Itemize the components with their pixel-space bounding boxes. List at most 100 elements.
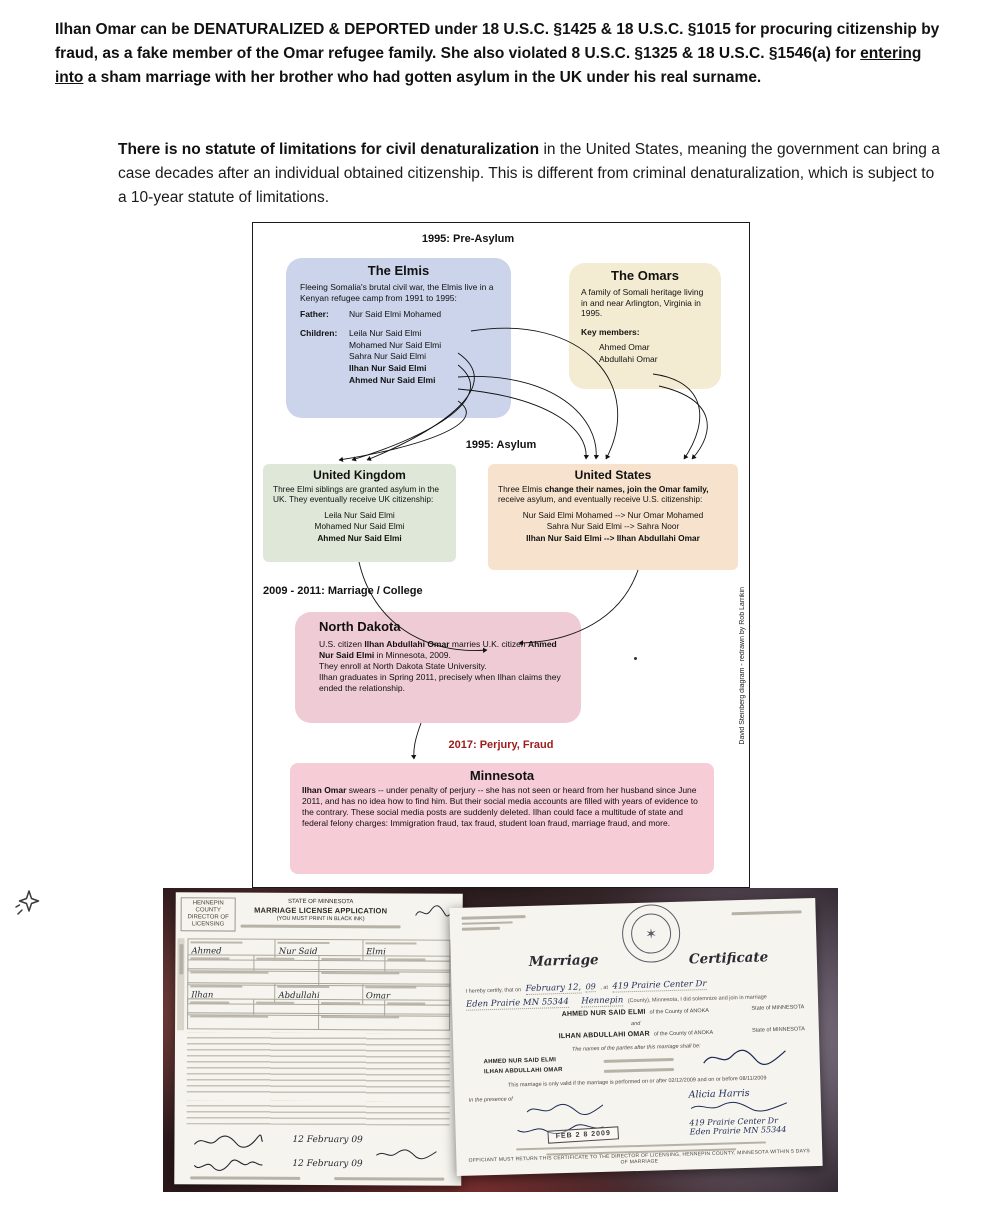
child-name: Leila Nur Said Elmi: [349, 327, 422, 338]
application-header: STATE OF MINNESOTA MARRIAGE LICENSE APPL…: [236, 899, 406, 928]
mn-title: Minnesota: [469, 768, 535, 783]
uk-title: United Kingdom: [313, 468, 406, 482]
handwritten-county: Hennepin: [581, 995, 624, 1008]
fineprint-line: [461, 926, 501, 931]
us-name-change-ilhan: Ilhan Nur Said Elmi --> Ilhan Abdullahi …: [526, 533, 700, 544]
omar-member: Ahmed Omar: [599, 342, 650, 353]
signature-date: 12 February 09: [292, 1134, 363, 1146]
us-name-change: Sahra Nur Said Elmi --> Sahra Noor: [546, 521, 680, 532]
us-name-change: Nur Said Elmi Mohamed --> Nur Omar Moham…: [522, 509, 704, 520]
mn-body: Ilhan Omar swears -- under penalty of pe…: [302, 785, 702, 829]
statute-text: in the United States, meaning the govern…: [118, 141, 940, 206]
diagram-credit: David Steinberg diagram - redrawn by Rob…: [739, 587, 746, 745]
form-cell: [319, 1014, 449, 1030]
witness-address-block: Alicia Harris 419 Prairie Center Dr Eden…: [688, 1086, 809, 1137]
child-name-ilhan: Ilhan Nur Said Elmi: [349, 363, 427, 374]
application-title: MARRIAGE LICENSE APPLICATION: [254, 905, 388, 916]
omars-box: The Omars A family of Somali heritage li…: [569, 263, 721, 389]
witness-signature: [526, 1103, 604, 1116]
licensing-record-block: [461, 915, 526, 931]
united-kingdom-box: United Kingdom Three Elmi siblings are g…: [263, 464, 456, 562]
hennepin-county-seal: ✶: [621, 903, 681, 964]
nd-ilhan: Ilhan Abdullahi Omar: [364, 639, 450, 649]
presence-label: In the presence of: [468, 1096, 513, 1104]
party-1-name: AHMED NUR SAID ELMI: [561, 1008, 646, 1019]
handwritten-city: Eden Prairie MN 55344: [465, 996, 569, 1011]
party-2-county: of the County of ANOKA: [653, 1029, 714, 1038]
mn-ilhan: Ilhan Omar: [302, 785, 347, 795]
seal-inner: ✶: [630, 912, 672, 955]
witness-extra-scrawl: [690, 1101, 788, 1112]
header-asylum: 1995: Asylum: [465, 439, 537, 451]
official-signature: [376, 1149, 437, 1160]
united-states-box: United States Three Elmis change their n…: [488, 464, 738, 570]
fineprint-line: [603, 1057, 674, 1063]
fineprint-line: [461, 920, 513, 925]
applicant-signature: [194, 1134, 263, 1148]
fineprint-line: [461, 915, 526, 920]
signature-date: 12 February 09: [292, 1158, 363, 1170]
permit-number-line: [731, 910, 802, 915]
intro-text: Ilhan Omar can be DENATURALIZED & DEPORT…: [55, 21, 940, 62]
elmis-title: The Elmis: [367, 263, 430, 278]
child-name-ahmed: Ahmed Nur Said Elmi: [349, 375, 436, 386]
nd-text: U.S. citizen: [319, 639, 365, 649]
header-perjury-fraud: 2017: Perjury, Fraud: [448, 739, 554, 751]
father-name: Nur Said Elmi Mohamed: [349, 309, 442, 320]
names-after-block: AHMED NUR SAID ELMI ILHAN ABDULLAHI OMAR: [484, 1057, 563, 1075]
name-after-1: AHMED NUR SAID ELMI: [483, 1057, 557, 1066]
us-body: Three Elmis change their names, join the…: [498, 484, 728, 504]
omar-member: Abdullahi Omar: [599, 353, 658, 364]
statute-bold-lead: There is no statute of limitations for c…: [118, 141, 540, 158]
stray-dot: [634, 657, 637, 660]
nd-text: They enroll at North Dakota State Univer…: [319, 661, 487, 671]
header-pre-asylum: 1995: Pre-Asylum: [421, 233, 515, 245]
marriage-documents-photo: HENNEPIN COUNTY DIRECTOR OF LICENSING ST…: [163, 888, 838, 1192]
fineprint-paragraphs: [186, 1032, 451, 1096]
intro-paragraph: Ilhan Omar can be DENATURALIZED & DEPORT…: [55, 18, 943, 90]
underlined-phrase: entering into: [55, 45, 922, 86]
fineprint-line: [240, 924, 401, 928]
nd-body: U.S. citizen Ilhan Abdullahi Omar marrie…: [319, 639, 569, 694]
elmis-father-row: Father: Nur Said Elmi Mohamed: [300, 309, 497, 319]
children-label: Children:: [300, 327, 338, 338]
minnesota-box: Minnesota Ilhan Omar swears -- under pen…: [290, 763, 714, 874]
printed-text: (County), Minnesota, I did solemnize and…: [627, 994, 767, 1005]
north-dakota-box: North Dakota U.S. citizen Ilhan Abdullah…: [295, 612, 581, 723]
witness-signature: [517, 1124, 604, 1135]
nd-ahmed: Ahmed Nur Said Elmi: [319, 639, 557, 660]
signature-rule: [190, 1176, 301, 1180]
us-body-start: Three Elmis: [498, 484, 545, 495]
father-label: Father:: [300, 309, 329, 320]
intro-text-end: a sham marriage with her brother who had…: [83, 69, 762, 86]
party-1-county: of the County of ANOKA: [649, 1007, 709, 1016]
elmis-box: The Elmis Fleeing Somalia's brutal civil…: [286, 258, 511, 418]
omars-body: A family of Somali heritage living in an…: [581, 287, 704, 319]
nd-text: Ilhan graduates in Spring 2011, precisel…: [319, 672, 561, 693]
elmis-children-row: Children: Leila Nur Said Elmi Mohamed Nu…: [300, 328, 497, 386]
signature-rule: [334, 1177, 445, 1181]
print-note: (YOU MUST PRINT IN BLACK INK): [276, 915, 365, 923]
uk-name: Mohamed Nur Said Elmi: [314, 521, 405, 532]
applicant-signature: [193, 1159, 263, 1171]
party-2-name: ILHAN ABDULLAHI OMAR: [558, 1030, 650, 1041]
elmis-body: Fleeing Somalia's brutal civil war, the …: [300, 282, 494, 303]
omars-title: The Omars: [611, 268, 679, 283]
fineprint-paragraphs: [186, 1100, 450, 1126]
side-label-strip: [177, 938, 185, 1031]
header-marriage-college: 2009 - 2011: Marriage / College: [263, 585, 423, 597]
witness-address-2: Eden Prairie MN 55344: [689, 1124, 787, 1137]
county-corner-block: HENNEPIN COUNTY DIRECTOR OF LICENSING: [180, 897, 236, 932]
sparkle-icon: [15, 890, 40, 915]
us-body-bold: change their names, join the Omar family…: [544, 484, 709, 495]
nd-title: North Dakota: [319, 619, 401, 634]
uk-name-ahmed: Ahmed Nur Said Elmi: [317, 533, 402, 544]
marriage-license-application: HENNEPIN COUNTY DIRECTOR OF LICENSING ST…: [174, 892, 463, 1186]
uk-name: Leila Nur Said Elmi: [324, 509, 395, 520]
statute-paragraph: There is no statute of limitations for c…: [118, 138, 942, 210]
us-body-end: receive asylum, and eventually receive U…: [498, 494, 703, 505]
state-line: STATE OF MINNESOTA: [288, 898, 354, 906]
name-after-2: ILHAN ABDULLAHI OMAR: [483, 1067, 563, 1076]
nd-text: marries U.K. citizen: [449, 639, 528, 649]
nd-text: in Minnesota, 2009.: [374, 650, 451, 660]
